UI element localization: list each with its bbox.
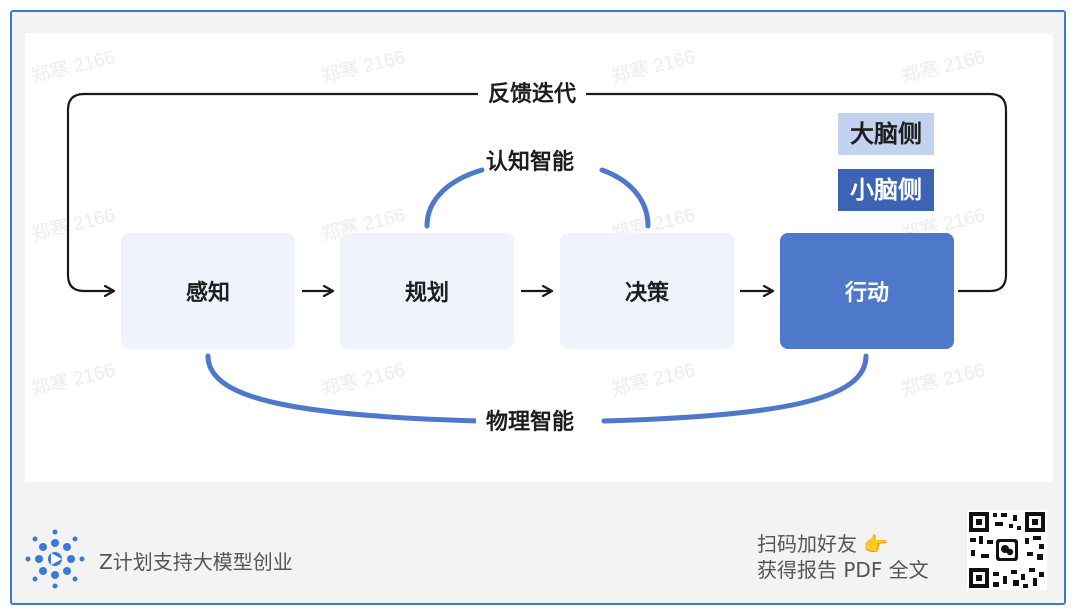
node-decision: 决策 [560, 233, 734, 349]
legend-brain-side: 大脑侧 [838, 113, 934, 155]
cta-line-1: 扫码加好友 👉 [757, 532, 889, 556]
brand-name: Z计划支持大模型创业 [99, 550, 293, 574]
cognitive-arc [599, 167, 651, 229]
node-perception: 感知 [121, 233, 295, 349]
feedback-loop-label: 反馈迭代 [478, 80, 587, 110]
physical-arc [205, 353, 483, 424]
physical-intelligence-label: 物理智能 [476, 408, 585, 438]
node-planning: 规划 [340, 233, 514, 349]
legend-cerebellum-side: 小脑侧 [838, 169, 934, 211]
brand-logo-icon [25, 529, 85, 589]
physical-arc [601, 353, 869, 424]
cognitive-intelligence-label: 认知智能 [486, 150, 575, 175]
cognitive-arc [424, 167, 485, 229]
cta-line-2: 获得报告 PDF 全文 [757, 558, 929, 582]
qr-code-icon[interactable] [967, 510, 1047, 590]
node-action: 行动 [780, 233, 954, 349]
